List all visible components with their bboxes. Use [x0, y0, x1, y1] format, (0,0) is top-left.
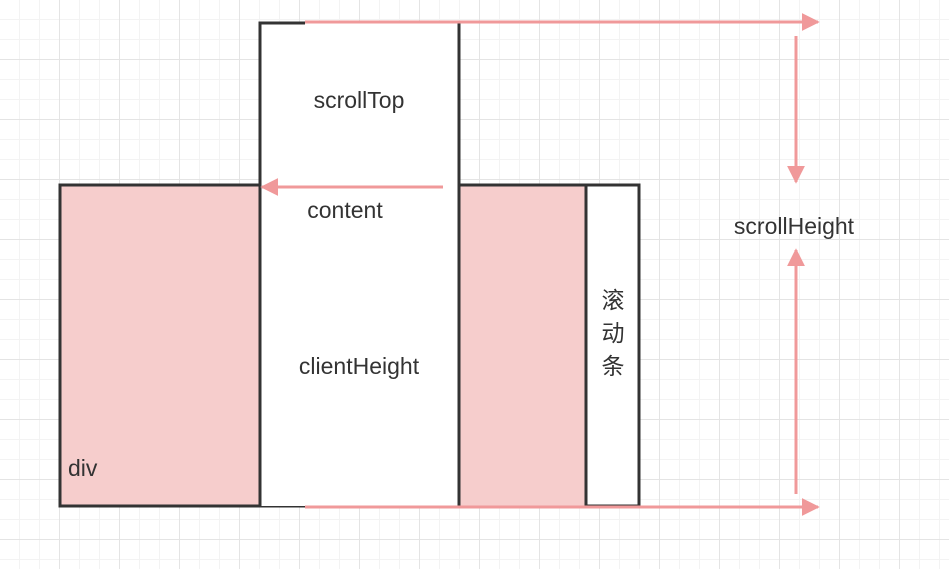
scroll-height-label: scrollHeight	[734, 213, 855, 239]
div-fill-right	[459, 185, 586, 506]
content-outline	[258, 21, 305, 506]
div-label: div	[68, 455, 98, 481]
scrollbar-box	[584, 183, 641, 508]
scrollbar-label-1: 滚	[602, 288, 625, 314]
content-box	[260, 23, 459, 506]
client-height-label: clientHeight	[299, 353, 420, 379]
div-fill-left	[60, 185, 260, 506]
scrollbar-label-3: 条	[602, 354, 625, 380]
div-outline	[58, 183, 305, 508]
scroll-top-label: scrollTop	[314, 87, 405, 113]
scrollbar-label-2: 动	[602, 321, 625, 347]
content-label: content	[307, 197, 383, 223]
